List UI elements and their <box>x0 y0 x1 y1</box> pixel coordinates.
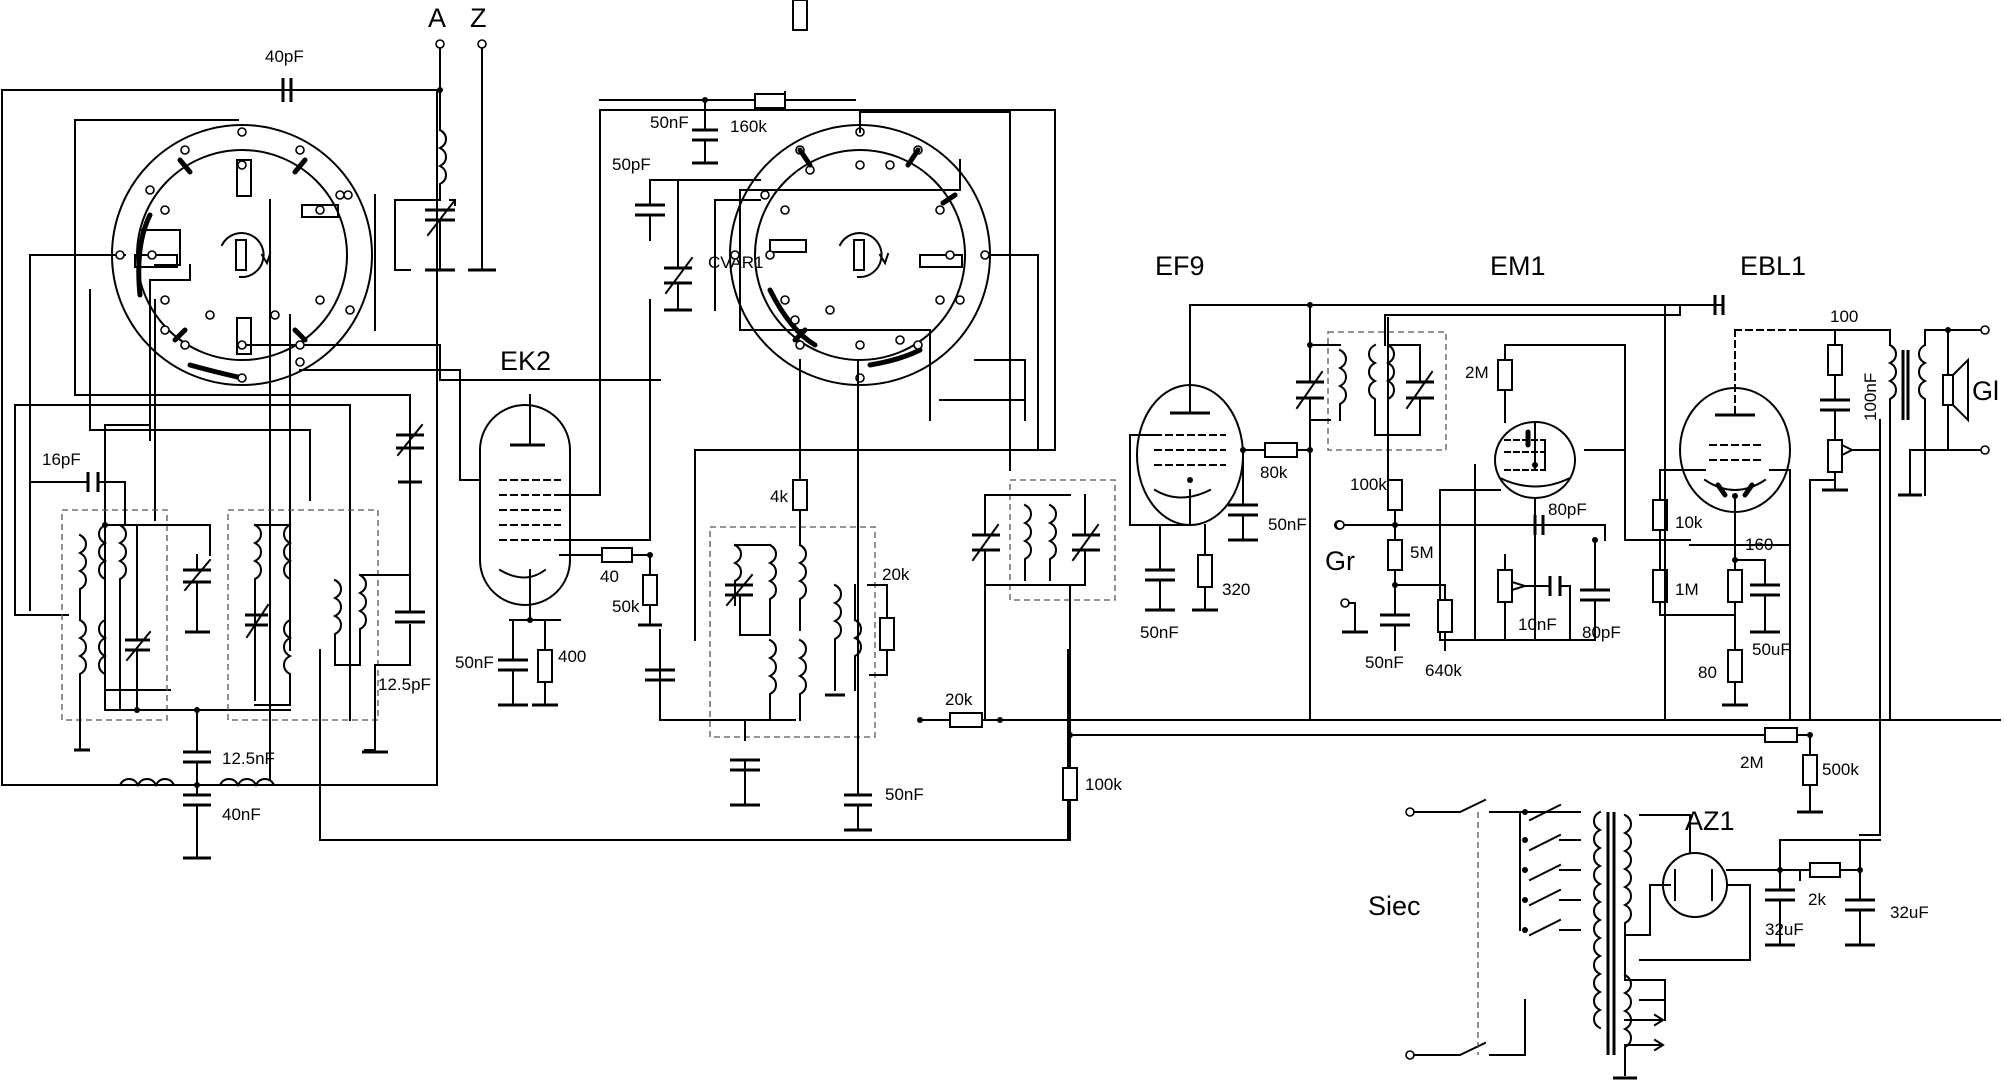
tube-ef9-label: EF9 <box>1155 251 1205 281</box>
ground-terminal[interactable]: Z <box>468 3 496 272</box>
svg-text:10nF: 10nF <box>1518 615 1557 634</box>
svg-text:50nF: 50nF <box>1268 515 1307 534</box>
svg-text:32uF: 32uF <box>1765 920 1804 939</box>
svg-text:50pF: 50pF <box>612 155 651 174</box>
oscillator-coil-box: 20k <box>645 409 910 807</box>
svg-text:2k: 2k <box>1808 890 1826 909</box>
svg-text:12.5nF: 12.5nF <box>222 749 275 768</box>
svg-text:160k: 160k <box>730 117 767 136</box>
wave-switch-left <box>111 124 373 386</box>
svg-text:2M: 2M <box>1740 753 1764 772</box>
gramophone-terminal[interactable]: Gr <box>1325 546 1368 634</box>
svg-text:4k: 4k <box>770 487 788 506</box>
svg-text:20k: 20k <box>882 565 910 584</box>
svg-text:100: 100 <box>1830 307 1858 326</box>
svg-text:80: 80 <box>1698 663 1717 682</box>
svg-text:500k: 500k <box>1822 760 1859 779</box>
svg-text:100nF: 100nF <box>1861 373 1880 421</box>
resistor-40-50k: 40 50k <box>559 547 662 627</box>
tube-az1-label: AZ1 <box>1685 806 1735 836</box>
detector-network: 100k 5M 50nF 640k 80pF 10nF 80pF <box>1333 317 1651 680</box>
if-transformer-1 <box>971 479 1116 736</box>
svg-text:CVAR1: CVAR1 <box>708 253 763 272</box>
svg-text:1M: 1M <box>1675 580 1699 599</box>
svg-text:50nF: 50nF <box>1140 623 1179 642</box>
svg-text:50nF: 50nF <box>885 785 924 804</box>
tube-ek2-label: EK2 <box>500 346 551 376</box>
capacitor-16pf: 16pF <box>29 450 126 526</box>
svg-text:40: 40 <box>600 567 619 586</box>
svg-text:80k: 80k <box>1260 463 1288 482</box>
svg-text:20k: 20k <box>945 690 973 709</box>
speaker-label: Gl <box>1972 376 1999 406</box>
trimmer-left <box>396 394 424 484</box>
antenna-label: A <box>428 3 446 33</box>
svg-text:40pF: 40pF <box>265 47 304 66</box>
svg-text:80pF: 80pF <box>1582 623 1621 642</box>
bias-divider: 2M 500k <box>1664 419 1881 836</box>
capacitor-12-5nf: 12.5nF 40nF <box>118 707 311 860</box>
tube-em1: EM1 2M <box>1439 251 1626 641</box>
svg-text:10k: 10k <box>1675 513 1703 532</box>
resistor-4k: 4k <box>770 0 808 546</box>
svg-text:2M: 2M <box>1465 363 1489 382</box>
coil-box-1 <box>61 509 291 752</box>
tube-em1-label: EM1 <box>1490 251 1546 281</box>
gramophone-label: Gr <box>1325 546 1355 576</box>
if-transformer-2 <box>1295 302 1681 721</box>
svg-text:5M: 5M <box>1410 543 1434 562</box>
tube-ebl1: EBL1 10k 1M 160 50uF 80 <box>1199 251 1806 721</box>
mains-label: Siec <box>1368 891 1421 921</box>
tube-ebl1-label: EBL1 <box>1740 251 1806 281</box>
ground-label: Z <box>470 3 487 33</box>
svg-text:12.5pF: 12.5pF <box>378 675 431 694</box>
capacitor-40pf: 40pF <box>265 47 304 102</box>
svg-text:50k: 50k <box>612 597 640 616</box>
wave-switch-middle <box>694 111 1056 641</box>
svg-text:40nF: 40nF <box>222 805 261 824</box>
svg-text:100k: 100k <box>1350 475 1387 494</box>
tube-ek2: EK2 50nF 400 <box>455 109 1056 707</box>
svg-text:50uF: 50uF <box>1752 640 1791 659</box>
power-supply: Siec AZ1 32uF 2k 32uF <box>1368 798 1929 1080</box>
svg-text:50nF: 50nF <box>650 113 689 132</box>
svg-text:50nF: 50nF <box>1365 653 1404 672</box>
capacitor-50nf-osc: 50nF <box>844 359 924 832</box>
svg-text:100k: 100k <box>1085 775 1122 794</box>
svg-text:16pF: 16pF <box>42 450 81 469</box>
coil-box-2: 12.5pF <box>227 509 431 754</box>
svg-text:640k: 640k <box>1425 661 1462 680</box>
svg-text:32uF: 32uF <box>1890 903 1929 922</box>
svg-text:50nF: 50nF <box>455 653 494 672</box>
supply-line: 20k 100k <box>917 690 2001 841</box>
input-wiring <box>1 89 1069 841</box>
svg-text:320: 320 <box>1222 580 1250 599</box>
antenna-terminal[interactable]: A <box>394 3 457 272</box>
top-rc-network: 50nF 160k 50pF CVAR1 <box>599 91 856 312</box>
svg-text:160: 160 <box>1745 535 1773 554</box>
svg-text:400: 400 <box>558 647 586 666</box>
svg-text:80pF: 80pF <box>1548 500 1587 519</box>
output-stage: 100 100nF Gl <box>1799 307 1999 721</box>
